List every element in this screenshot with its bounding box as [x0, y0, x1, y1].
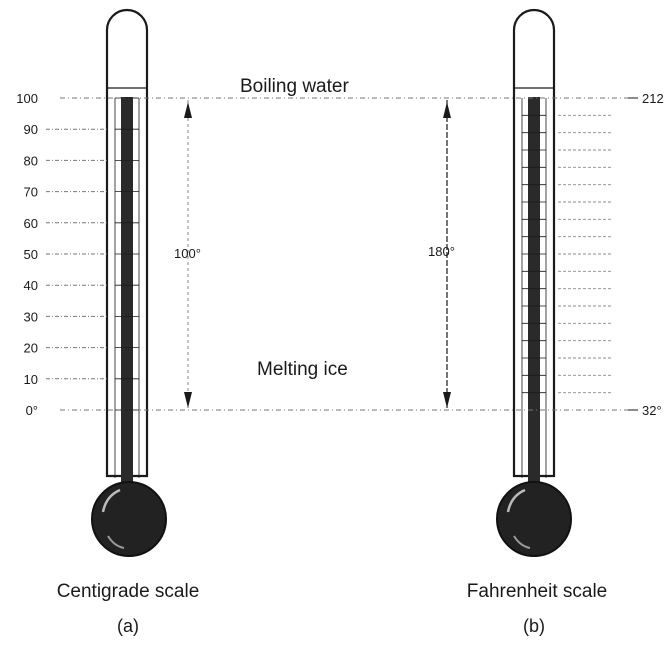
centigrade-mercury-column [121, 97, 133, 497]
melting-ice-label: Melting ice [257, 359, 348, 380]
centigrade-tick-label: 60 [24, 216, 38, 231]
fahrenheit-interval-arrow [443, 100, 451, 408]
fahrenheit-arrow-down [443, 392, 451, 408]
fahrenheit-thermometer [496, 8, 572, 557]
centigrade-tick-label: 20 [24, 341, 38, 356]
fahrenheit-scale-caption: Fahrenheit scale [467, 581, 607, 602]
centigrade-arrow-up [184, 102, 192, 118]
fahrenheit-mercury-column [528, 97, 540, 497]
fahrenheit-ticks [522, 114, 612, 394]
centigrade-difference-label: 100° [174, 246, 201, 261]
boiling-water-label: Boiling water [240, 76, 349, 97]
centigrade-interval-arrow [184, 100, 192, 408]
centigrade-bulb [91, 481, 167, 557]
centigrade-ticks: 100 90 80 70 60 50 40 30 20 10 0° [16, 91, 139, 418]
fahrenheit-bulb-shine-lower [513, 535, 531, 549]
centigrade-arrow-down [184, 392, 192, 408]
fahrenheit-bulb-shine [506, 488, 526, 513]
fahrenheit-difference-label: 180° [428, 244, 455, 259]
centigrade-tick-label: 80 [24, 153, 38, 168]
fahrenheit-arrow-up [443, 102, 451, 118]
centigrade-bulb-shine [101, 488, 121, 513]
centigrade-tick-label: 50 [24, 247, 38, 262]
centigrade-sublabel: (a) [117, 616, 139, 636]
fahrenheit-sublabel: (b) [523, 616, 545, 636]
centigrade-tick-label: 100 [16, 91, 38, 106]
fahrenheit-label-32: 32° [642, 403, 662, 418]
fahrenheit-bulb [496, 481, 572, 557]
centigrade-tick-label: 10 [24, 372, 38, 387]
centigrade-tick-label: 90 [24, 122, 38, 137]
fahrenheit-label-212: 212 [642, 91, 664, 106]
centigrade-scale-caption: Centigrade scale [57, 581, 200, 602]
centigrade-bulb-shine-lower [107, 535, 125, 549]
centigrade-tick-label: 30 [24, 309, 38, 324]
centigrade-thermometer [91, 8, 167, 557]
centigrade-tick-label: 0° [26, 403, 38, 418]
centigrade-tick-label: 40 [24, 278, 38, 293]
centigrade-tick-label: 70 [24, 185, 38, 200]
